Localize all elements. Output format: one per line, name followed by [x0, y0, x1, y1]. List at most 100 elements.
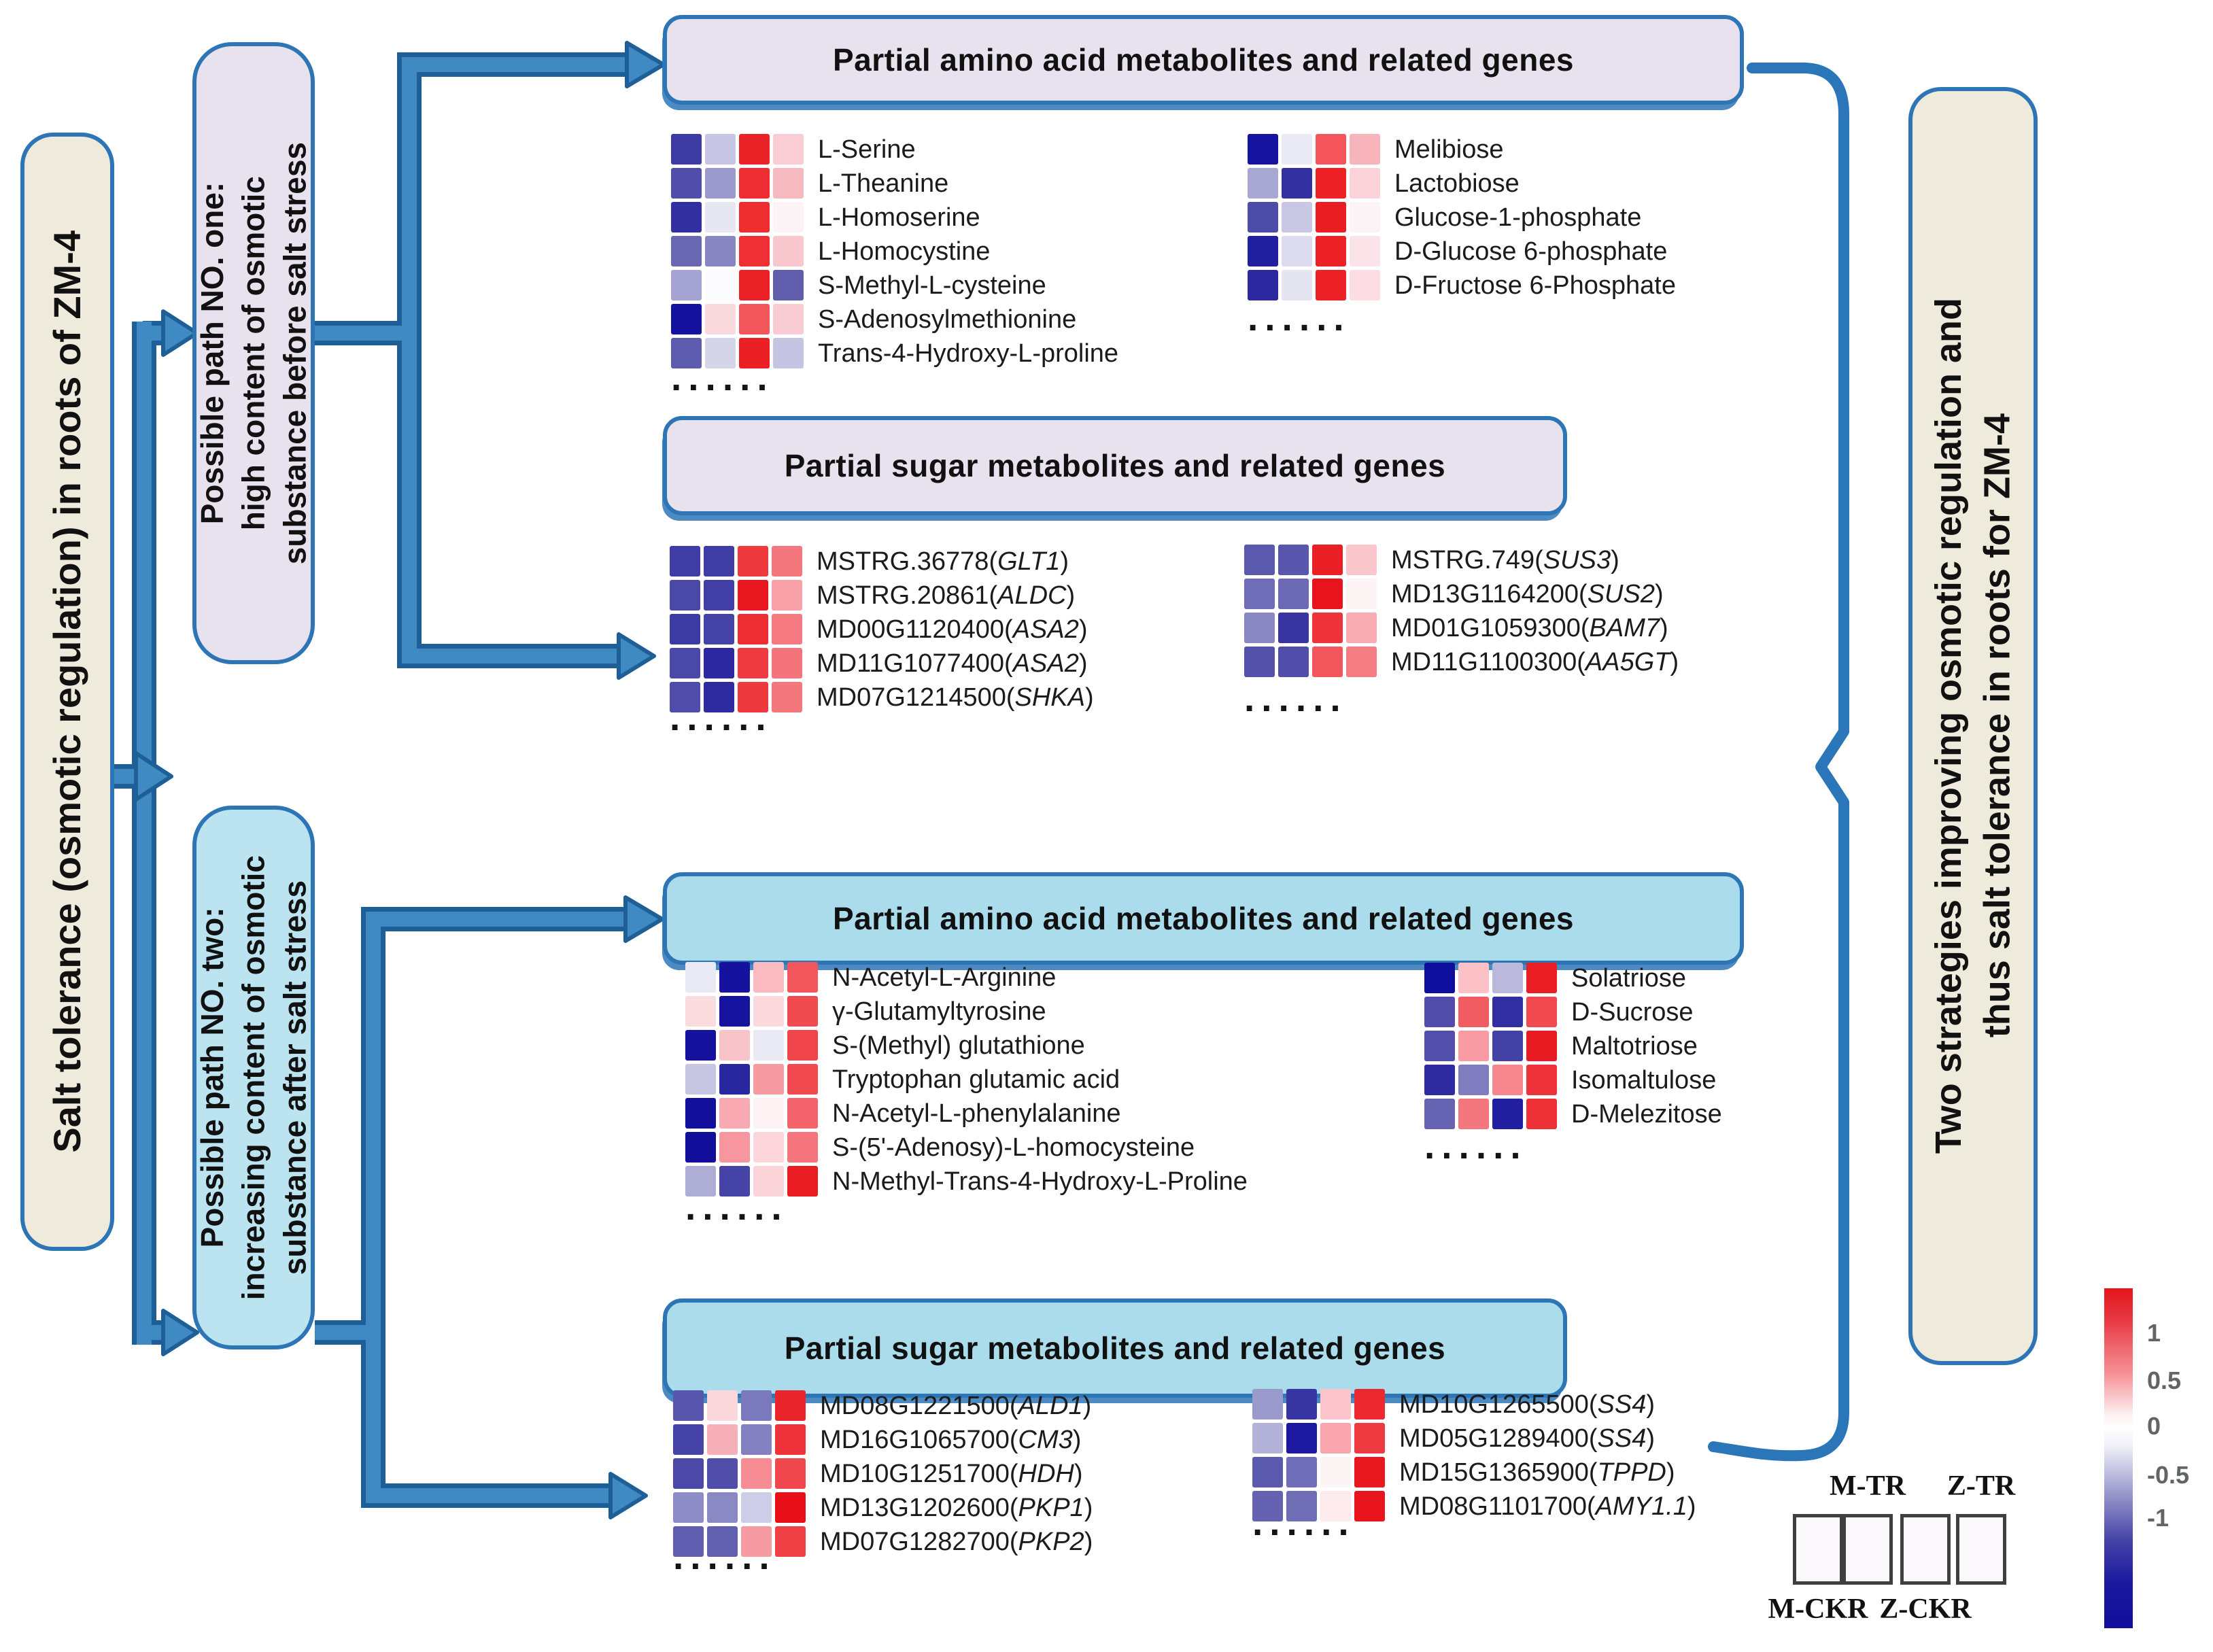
heatmap-cell — [704, 648, 734, 678]
heatmap-row: N-Acetyl-L-Arginine — [685, 962, 1248, 993]
sample-label-m-tr: M-TR — [1830, 1470, 1906, 1502]
heatmap-cell — [1492, 1065, 1523, 1095]
heatmap-sugar-top-right: MSTRG.749(SUS3)MD13G1164200(SUS2)MD01G10… — [1244, 545, 1679, 681]
heatmap-cell — [772, 546, 802, 577]
heatmap-row: D-Melezitose — [1424, 1099, 1722, 1129]
heatmap-cell — [739, 168, 770, 199]
heatmap-row: Solatriose — [1424, 963, 1722, 993]
heatmap-row: Melibiose — [1248, 134, 1676, 165]
heatmap-cell — [753, 1098, 784, 1129]
heatmap-cell — [1286, 1423, 1317, 1453]
heatmap-row-label: MD08G1101700(AMY1.1) — [1399, 1492, 1696, 1521]
heatmap-cell — [1286, 1491, 1317, 1521]
heatmap-cell — [671, 338, 702, 368]
heatmap-cell — [1354, 1389, 1385, 1419]
heatmap-cell — [1526, 997, 1557, 1027]
heatmap-row-label: L-Homoserine — [818, 203, 980, 232]
heatmap-cell — [705, 202, 736, 233]
heatmap-row: MD10G1251700(HDH) — [673, 1458, 1093, 1489]
heatmap-cell — [685, 962, 716, 993]
sample-box-m-ckr — [1793, 1514, 1843, 1585]
heatmap-cell — [1458, 1099, 1489, 1129]
heatmap-cell — [739, 236, 770, 266]
heatmap-cell — [1278, 579, 1309, 609]
heatmap-cell — [671, 134, 702, 165]
heatmap-cell — [1526, 1031, 1557, 1061]
heatmap-cell — [707, 1390, 738, 1421]
heatmap-sugar-bottom-right: MD10G1265500(SS4)MD05G1289400(SS4)MD15G1… — [1252, 1389, 1696, 1525]
heatmap-row: MD05G1289400(SS4) — [1252, 1423, 1696, 1453]
heatmap-cell — [753, 1030, 784, 1061]
heatmap-row-label: L-Serine — [818, 135, 916, 164]
heatmap-cell — [1350, 270, 1380, 300]
heatmap-cell — [739, 338, 770, 368]
heatmap-cell — [705, 338, 736, 368]
heatmap-cell — [738, 648, 768, 678]
heatmap-cell — [685, 1132, 716, 1163]
heatmap-cell — [775, 1458, 806, 1489]
heatmap-cell — [1424, 1065, 1455, 1095]
heatmap-cell — [1320, 1457, 1351, 1487]
heatmap-cell — [673, 1492, 704, 1523]
heatmap-row-label: Lactobiose — [1394, 169, 1520, 198]
heatmap-cell — [753, 996, 784, 1027]
heatmap-cell — [1244, 647, 1275, 677]
heatmap-cell — [707, 1458, 738, 1489]
heatmap-cell — [753, 962, 784, 993]
heatmap-cell — [1346, 545, 1377, 575]
heatmap-cell — [1492, 1031, 1523, 1061]
ellipsis-dots: ...... — [671, 356, 774, 398]
path-two-line3: substance after salt stress — [277, 880, 313, 1275]
heatmap-cell — [719, 1030, 750, 1061]
heatmap-cell — [753, 1166, 784, 1197]
colorbar-tick-1: 1 — [2147, 1319, 2161, 1347]
heatmap-row-label: MD10G1251700(HDH) — [820, 1459, 1083, 1488]
heatmap-cell — [787, 1098, 818, 1129]
heatmap-sugar-top-left: MSTRG.36778(GLT1)MSTRG.20861(ALDC)MD00G1… — [670, 546, 1094, 716]
heatmap-cell — [1424, 1031, 1455, 1061]
heatmap-cell — [1278, 613, 1309, 643]
heatmap-row-label: Maltotriose — [1571, 1031, 1698, 1061]
heatmap-row: L-Homoserine — [671, 202, 1118, 233]
arrow-fill-layer — [114, 57, 630, 1503]
heatmap-cell — [719, 996, 750, 1027]
heatmap-row: MD08G1221500(ALD1) — [673, 1390, 1093, 1421]
title-sugar-top: Partial sugar metabolites and related ge… — [663, 416, 1567, 515]
heatmap-row-label: D-Fructose 6-Phosphate — [1394, 271, 1676, 300]
heatmap-cell — [1346, 613, 1377, 643]
heatmap-cell — [1252, 1389, 1283, 1419]
heatmap-cell — [1350, 168, 1380, 199]
heatmap-row-label: MD10G1265500(SS4) — [1399, 1390, 1655, 1419]
path-two-line2: increasing content of osmotic — [235, 855, 271, 1301]
heatmap-cell — [772, 580, 802, 610]
heatmap-cell — [1282, 168, 1312, 199]
right-conclusion-box: Two strategies improving osmotic regulat… — [1908, 87, 2038, 1365]
heatmap-row: Tryptophan glutamic acid — [685, 1064, 1248, 1095]
heatmap-cell — [1248, 270, 1278, 300]
heatmap-cell — [707, 1492, 738, 1523]
heatmap-cell — [739, 304, 770, 334]
heatmap-cell — [753, 1064, 784, 1095]
heatmap-cell — [1320, 1491, 1351, 1521]
heatmap-cell — [741, 1492, 772, 1523]
heatmap-cell — [753, 1132, 784, 1163]
heatmap-cell — [1320, 1389, 1351, 1419]
heatmap-cell — [787, 1030, 818, 1061]
heatmap-cell — [671, 236, 702, 266]
heatmap-cell — [685, 996, 716, 1027]
heatmap-cell — [705, 304, 736, 334]
sample-label-z-ckr: Z-CKR — [1879, 1594, 1972, 1625]
heatmap-row-label: D-Melezitose — [1571, 1099, 1722, 1129]
path-one-text: Possible path NO. one: high content of o… — [192, 142, 315, 564]
heatmap-row-label: Melibiose — [1394, 135, 1504, 164]
heatmap-row-label: N-Acetyl-L-Arginine — [832, 963, 1057, 992]
colorbar-tick-05: 0.5 — [2147, 1366, 2182, 1394]
heatmap-cell — [739, 202, 770, 233]
heatmap-cell — [775, 1424, 806, 1455]
heatmap-row: S-Adenosylmethionine — [671, 304, 1118, 334]
heatmap-row-label: MD07G1282700(PKP2) — [820, 1527, 1093, 1556]
heatmap-cell — [741, 1526, 772, 1557]
heatmap-row: Trans-4-Hydroxy-L-proline — [671, 338, 1118, 368]
left-title-box: Salt tolerance (osmotic regulation) in r… — [20, 133, 114, 1251]
